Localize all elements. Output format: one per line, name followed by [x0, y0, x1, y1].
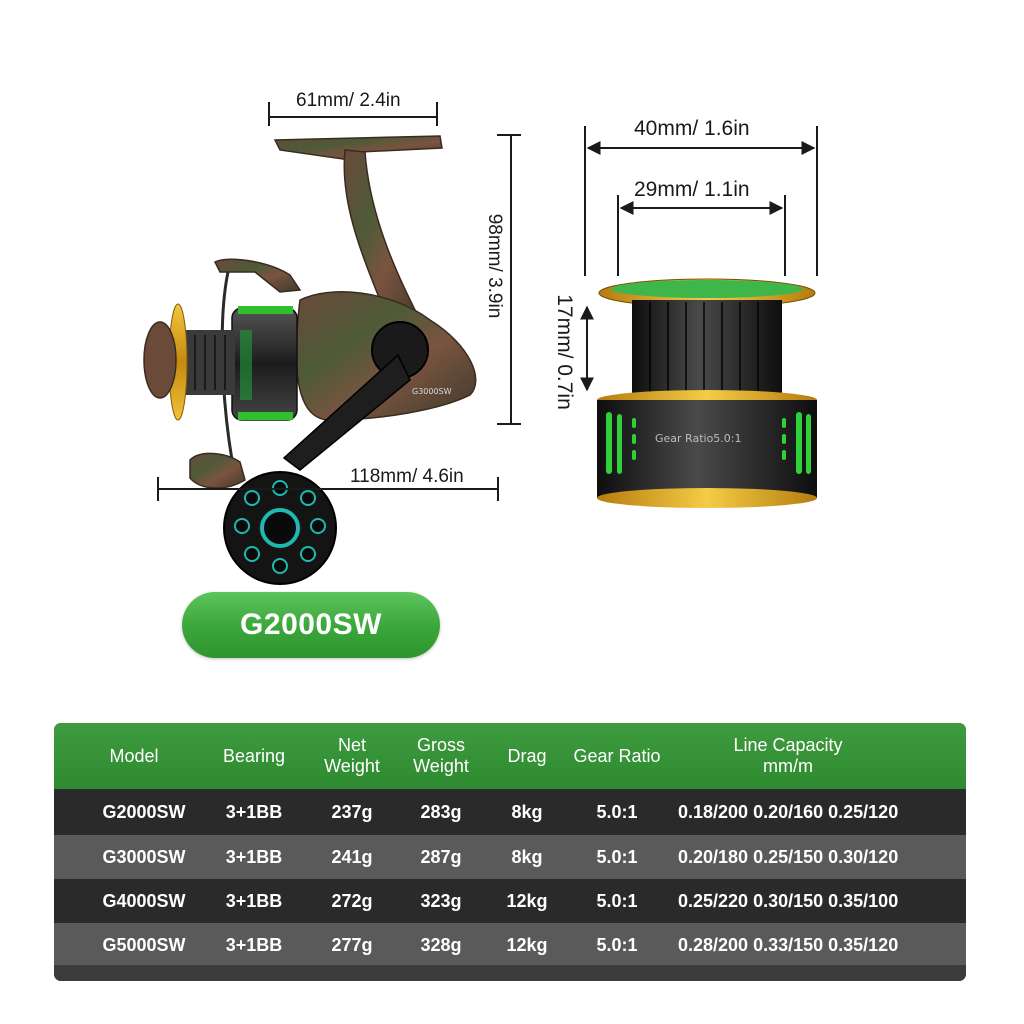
- cell-line-capacity: 0.25/220 0.30/150 0.35/100: [678, 890, 899, 911]
- cell-model: G2000SW: [102, 801, 186, 822]
- spool-inner-diameter-label: 29mm/ 1.1in: [634, 178, 750, 201]
- cell-net-weight: 237g: [331, 801, 373, 822]
- cell-gear-ratio: 5.0:1: [596, 934, 638, 955]
- cell-line-capacity: 0.28/200 0.33/150 0.35/120: [678, 934, 899, 955]
- cell-model: G4000SW: [102, 890, 186, 911]
- cell-net-weight: 241g: [331, 846, 373, 867]
- spool-dimension-lines: [580, 126, 818, 392]
- cell-bearing: 3+1BB: [225, 934, 283, 955]
- cell-gear-ratio: 5.0:1: [596, 846, 638, 867]
- cell-line-capacity: 0.20/180 0.25/150 0.30/120: [678, 846, 899, 867]
- table-row: G4000SW 3+1BB 272g 323g 12kg 5.0:1 0.25/…: [54, 879, 966, 923]
- cell-net-weight: 272g: [331, 890, 373, 911]
- model-badge: G2000SW: [182, 592, 440, 658]
- spool-marking-text: Gear Ratio5.0:1: [655, 432, 742, 445]
- reel-width-label: 61mm/ 2.4in: [296, 90, 401, 111]
- cell-line-capacity: 0.18/200 0.20/160 0.25/120: [678, 801, 899, 822]
- cell-gear-ratio: 5.0:1: [596, 890, 638, 911]
- cell-drag: 8kg: [511, 846, 543, 867]
- cell-gross-weight: 323g: [420, 890, 462, 911]
- cell-net-weight: 277g: [331, 934, 373, 955]
- table-row: G5000SW 3+1BB 277g 328g 12kg 5.0:1 0.28/…: [54, 923, 966, 967]
- fishing-reel-image: [143, 135, 477, 585]
- spool-outer-diameter-label: 40mm/ 1.6in: [634, 117, 750, 140]
- reel-dimension-lines: [157, 102, 521, 501]
- reel-height-label: 98mm/ 3.9in: [484, 213, 505, 319]
- cell-model: G5000SW: [102, 934, 186, 955]
- cell-bearing: 3+1BB: [225, 801, 283, 822]
- cell-model: G3000SW: [102, 846, 186, 867]
- table-row: G3000SW 3+1BB 241g 287g 8kg 5.0:1 0.20/1…: [54, 835, 966, 879]
- header-model: Model: [109, 745, 159, 766]
- spool-height-label: 17mm/ 0.7in: [553, 294, 576, 410]
- header-bearing: Bearing: [222, 745, 286, 766]
- cell-drag: 12kg: [506, 890, 548, 911]
- spare-spool-image: [597, 278, 817, 508]
- cell-gross-weight: 287g: [420, 846, 462, 867]
- cell-drag: 8kg: [511, 801, 543, 822]
- cell-gross-weight: 328g: [420, 934, 462, 955]
- cell-bearing: 3+1BB: [225, 846, 283, 867]
- cell-bearing: 3+1BB: [225, 890, 283, 911]
- table-footer-bar: [54, 965, 966, 981]
- reel-length-label: 118mm/ 4.6in: [350, 466, 464, 487]
- cell-gear-ratio: 5.0:1: [596, 801, 638, 822]
- table-row: G2000SW 3+1BB 237g 283g 8kg 5.0:1 0.18/2…: [54, 790, 966, 834]
- reel-marking-text: G3000SW: [412, 387, 452, 396]
- header-gear-ratio: Gear Ratio: [573, 745, 661, 766]
- header-drag: Drag: [507, 745, 547, 766]
- cell-drag: 12kg: [506, 934, 548, 955]
- cell-gross-weight: 283g: [420, 801, 462, 822]
